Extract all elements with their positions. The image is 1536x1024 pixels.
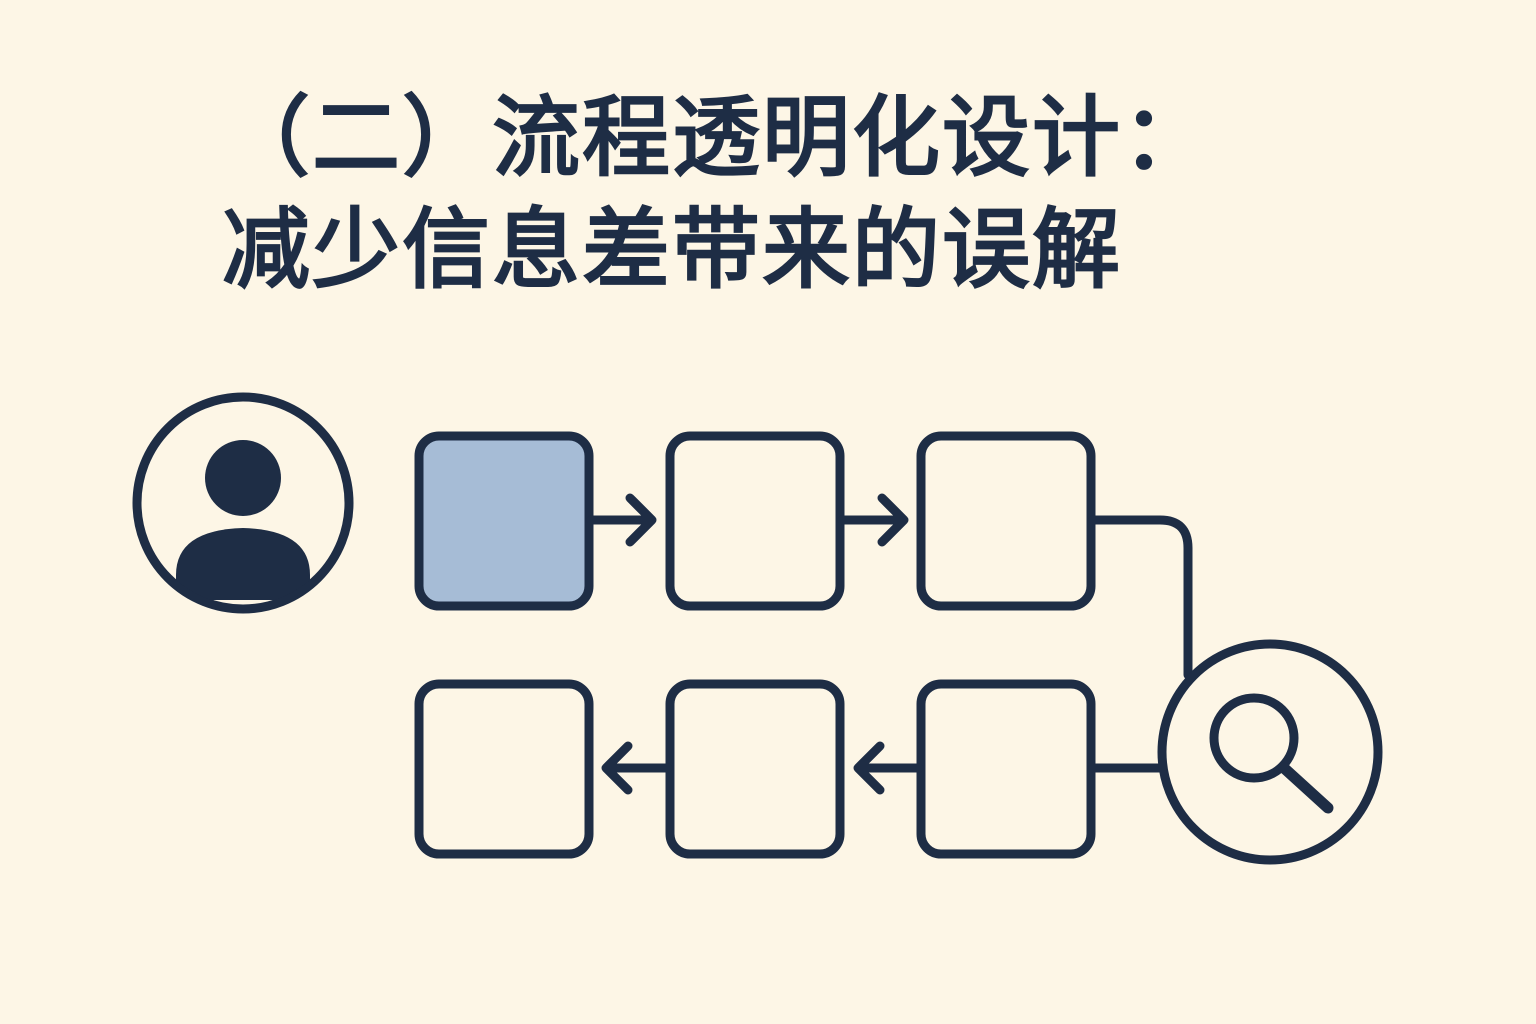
process-step-3 [916, 431, 1096, 611]
process-step-6 [414, 679, 594, 859]
arrow-right-icon [837, 493, 909, 547]
connector-line [1088, 515, 1193, 680]
process-step-4 [916, 679, 1096, 859]
title-line-1: （二）流程透明化设计： [222, 86, 1213, 189]
process-step-5 [665, 679, 845, 859]
process-step-1-highlighted [414, 431, 594, 611]
title-line-2: 减少信息差带来的误解 [222, 198, 1123, 301]
process-step-2 [665, 431, 845, 611]
arrow-right-icon [586, 493, 657, 547]
page-title: （二）流程透明化设计： 减少信息差带来的误解 [222, 82, 1212, 306]
arrow-left-icon [853, 741, 924, 795]
arrow-left-icon [601, 741, 673, 795]
search-icon [1157, 639, 1383, 865]
user-icon [132, 392, 354, 614]
